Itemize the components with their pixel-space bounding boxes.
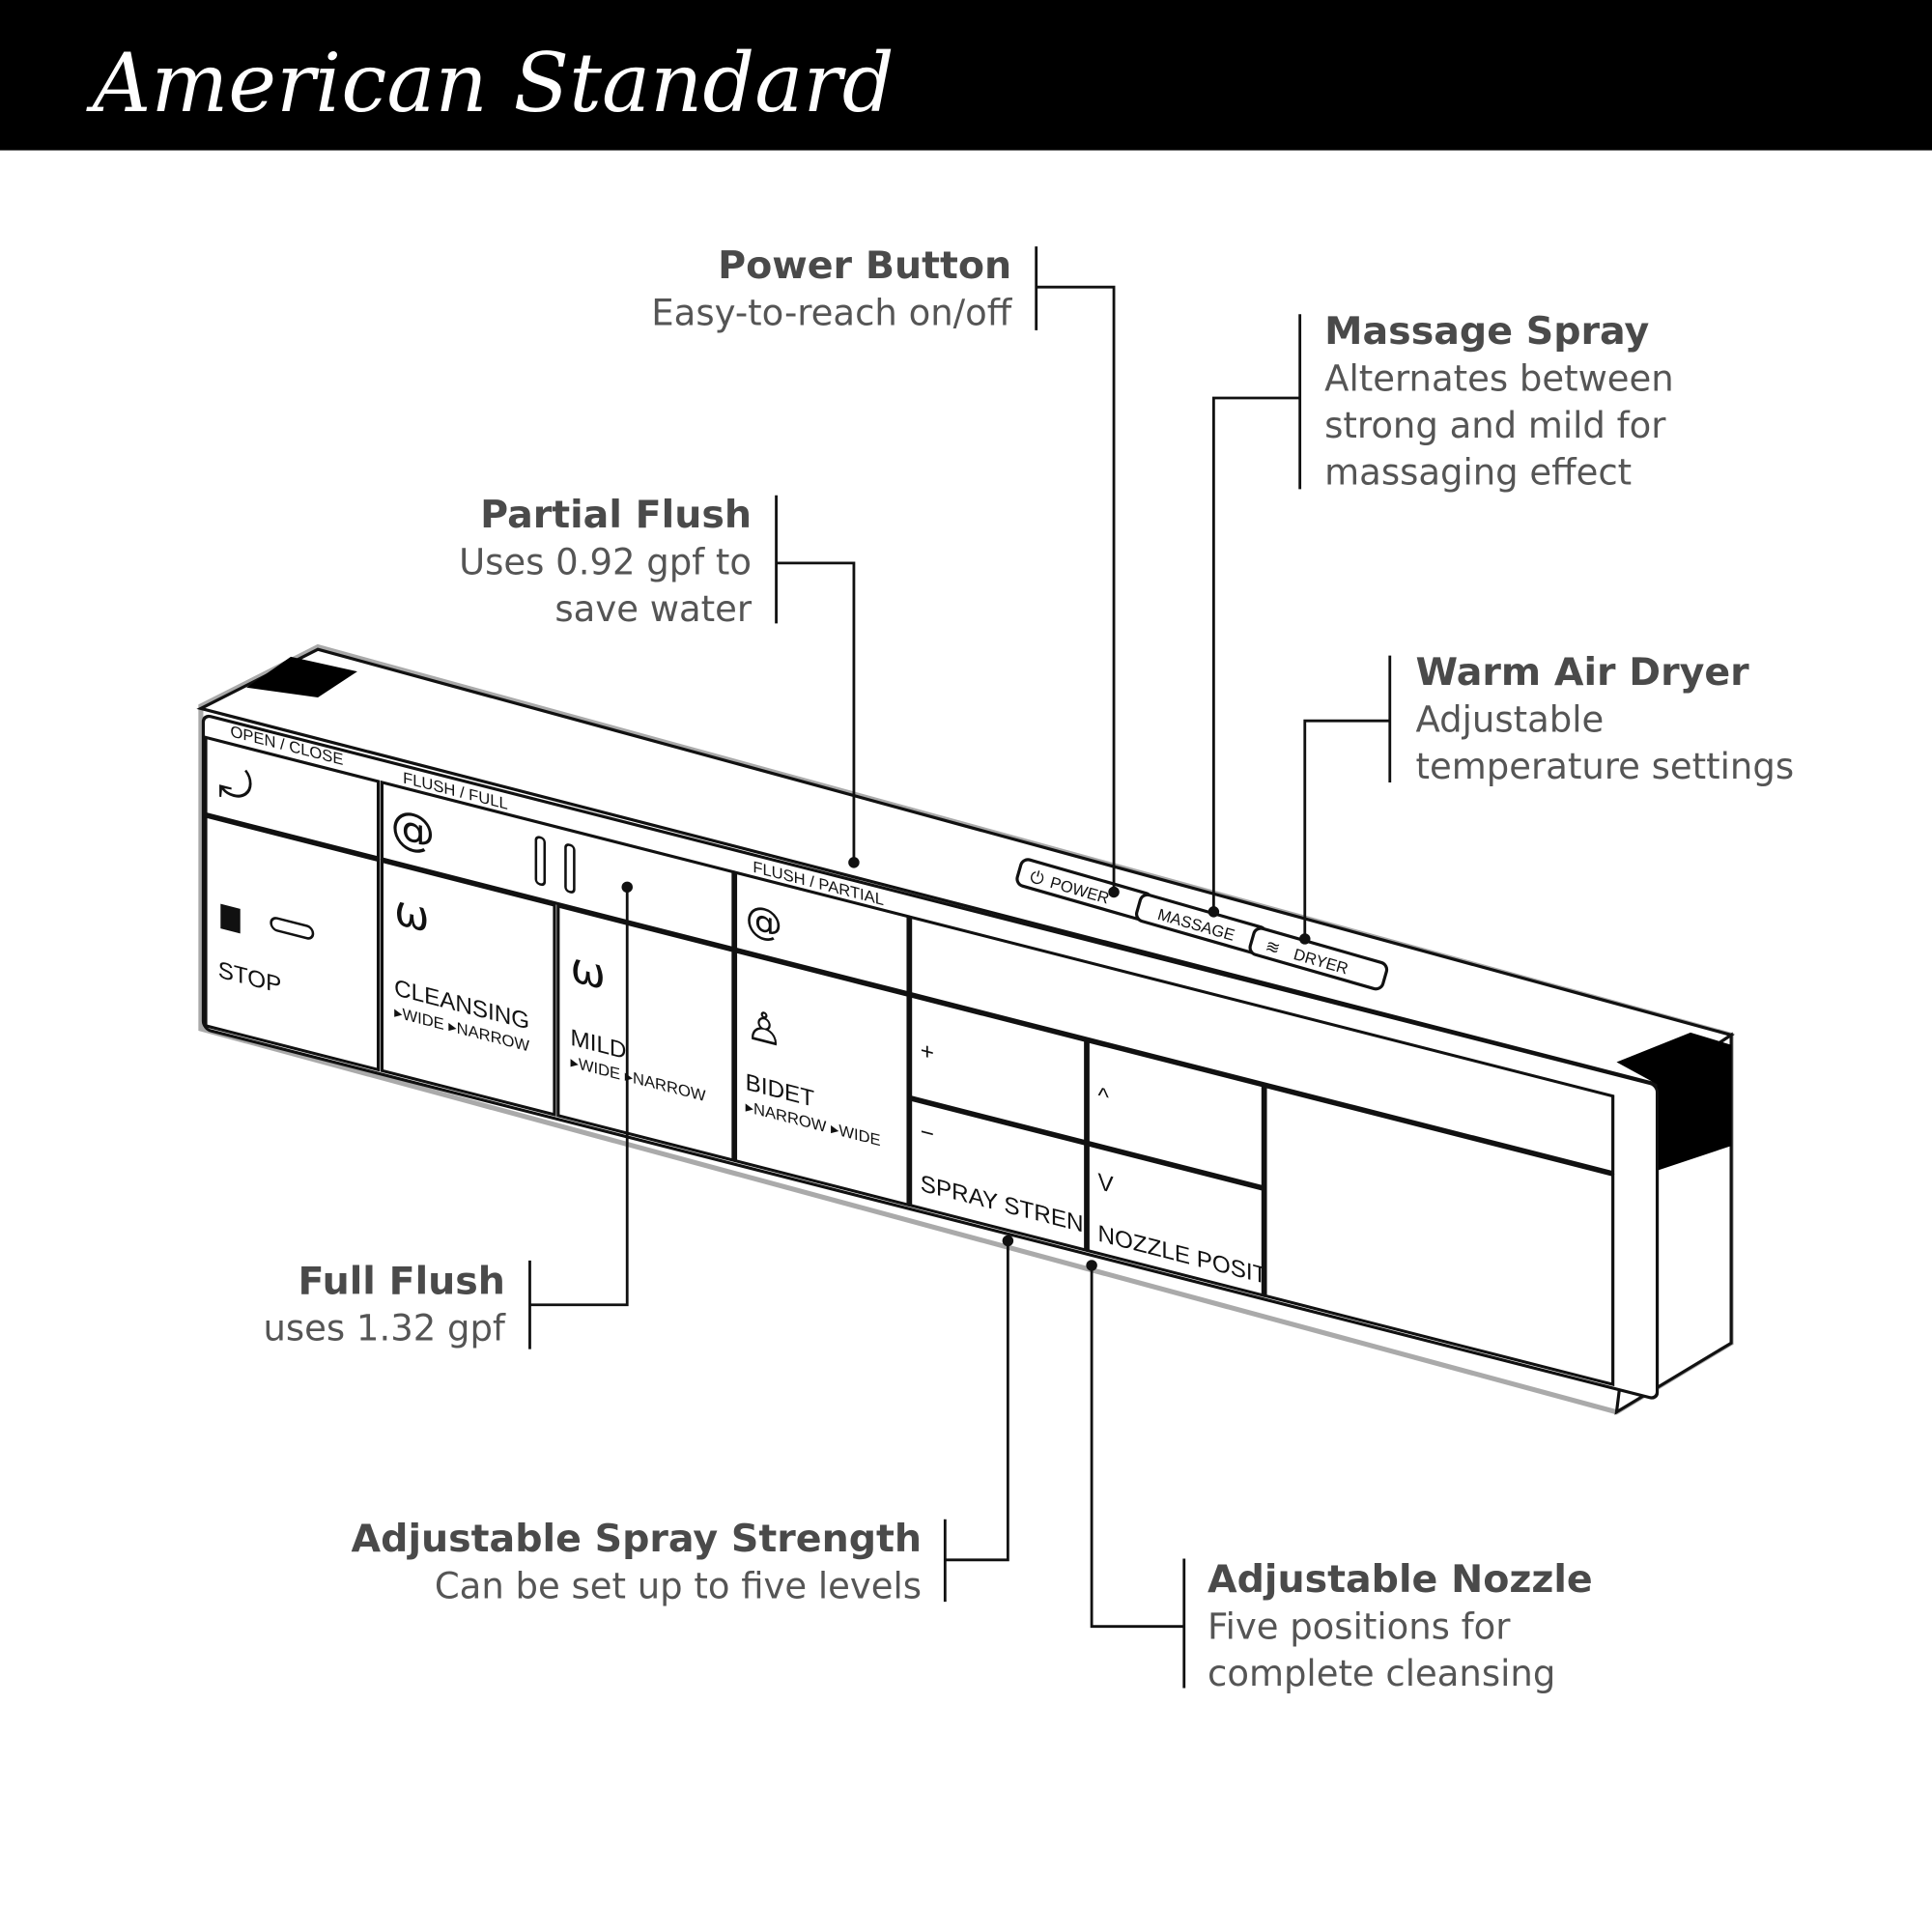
rear-spray-icon: ω [394,886,429,943]
stop-bar-icon [270,917,315,940]
callout-text: Alternates between [1324,357,1674,399]
callout-title: Full Flush [298,1259,505,1303]
callout-text: uses 1.32 gpf [263,1308,505,1350]
callout-text: save water [554,588,752,630]
header-bar [0,0,1932,151]
callout-text: complete cleansing [1208,1653,1555,1694]
plus-label: + [921,1037,934,1066]
left-end-cap [246,656,357,697]
swirl-icon: @ [390,799,435,862]
callout-spray-strength: Adjustable Spray Strength Can be set up … [352,1235,1014,1606]
control-panel: OPEN / CLOSE ⤾ STOP FLUSH / FULL @ [196,643,1735,1415]
cleansing-button[interactable]: ω CLEANSING ▸WIDE ▸NARROW [380,859,556,1117]
callout-title: Adjustable Spray Strength [352,1517,923,1561]
spray-plus-button[interactable]: + [909,994,1088,1144]
dryer-wave-icon: ≋ [1263,936,1282,959]
callout-text: Five positions for [1208,1605,1511,1647]
up-label: ^ [1097,1083,1109,1112]
callout-nozzle: Adjustable Nozzle Five positions for com… [1086,1260,1593,1694]
bidet-person-icon: ♙ [746,1000,783,1058]
callout-text: Easy-to-reach on/off [651,293,1012,334]
power-icon: ⏻ [1028,867,1046,890]
stop-button[interactable]: STOP [204,814,381,1072]
minus-label: − [921,1119,934,1148]
stop-square-icon [220,903,241,934]
callout-partial-flush: Partial Flush Uses 0.92 gpf to save wate… [459,493,860,868]
callout-text: Uses 0.92 gpf to [459,541,752,582]
swirl-icon: @ [746,895,782,948]
callout-text: massaging effect [1324,451,1632,493]
seat-lid-icon: ⤾ [218,756,253,813]
full-flush-indicator-icon [534,836,547,887]
callout-text: temperature settings [1416,746,1795,787]
callout-title: Adjustable Nozzle [1208,1557,1593,1602]
callout-title: Partial Flush [480,493,752,537]
blank-panel [1264,1084,1615,1387]
callout-dryer: Warm Air Dryer Adjustable temperature se… [1299,650,1795,945]
callout-title: Power Button [718,243,1011,288]
callout-text: strong and mild for [1324,405,1666,446]
right-end-cap [1616,1032,1732,1171]
callout-full-flush: Full Flush uses 1.32 gpf [263,881,633,1350]
upper-right-panel [909,915,1615,1175]
callout-text: Can be set up to five levels [435,1565,922,1606]
callout-text: Adjustable [1416,699,1605,741]
callout-massage: Massage Spray Alternates between strong … [1208,309,1674,918]
mild-button[interactable]: ω MILD ▸WIDE ▸NARROW [556,904,735,1163]
down-label: V [1097,1169,1114,1199]
callout-power: Power Button Easy-to-reach on/off [651,243,1120,898]
brand-logo: American Standard [86,36,895,130]
mild-spray-icon: ω [571,943,606,1000]
full-flush-indicator-icon [564,843,576,894]
callout-title: Warm Air Dryer [1416,650,1750,695]
callout-title: Massage Spray [1324,309,1649,354]
flush-full-button[interactable]: FLUSH / FULL @ [380,763,735,951]
nozzle-up-button[interactable]: ^ [1086,1038,1264,1189]
bidet-button[interactable]: ♙ BIDET ▸NARROW ▸WIDE [733,949,910,1208]
